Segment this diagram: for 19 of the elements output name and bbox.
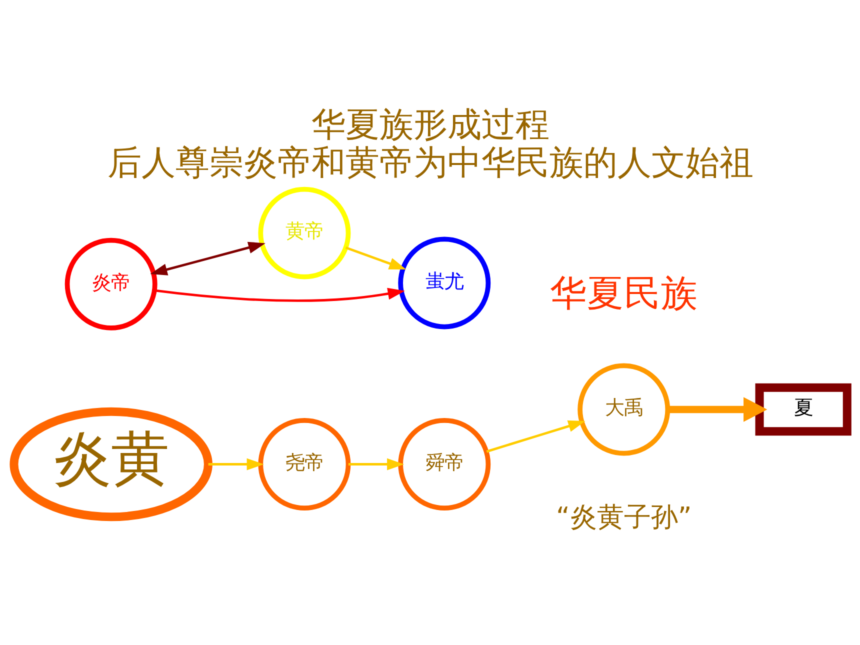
arrow xyxy=(486,420,585,453)
arrow xyxy=(348,458,404,470)
label: “炎黄子孙” xyxy=(555,502,692,533)
arrow xyxy=(150,242,265,276)
arrow xyxy=(667,397,767,422)
node-ellipse: 炎黄 xyxy=(9,407,212,522)
arrow xyxy=(344,246,406,270)
diagram-title: 华夏族形成过程 xyxy=(310,105,549,146)
node-circle: 炎帝 xyxy=(64,238,157,330)
node-box: 夏 xyxy=(754,383,851,436)
label: 华夏民族 xyxy=(549,271,698,314)
node-circle: 蚩尤 xyxy=(398,236,490,330)
node-circle: 黄帝 xyxy=(258,186,350,280)
arrow xyxy=(208,458,264,470)
node-circle: 大禹 xyxy=(577,363,670,456)
caption: 后人尊崇炎帝和黄帝为中华民族的人文始祖 xyxy=(106,142,753,183)
node-circle: 舜帝 xyxy=(398,418,490,510)
node-circle: 尧帝 xyxy=(258,418,350,510)
arrow xyxy=(154,288,404,302)
